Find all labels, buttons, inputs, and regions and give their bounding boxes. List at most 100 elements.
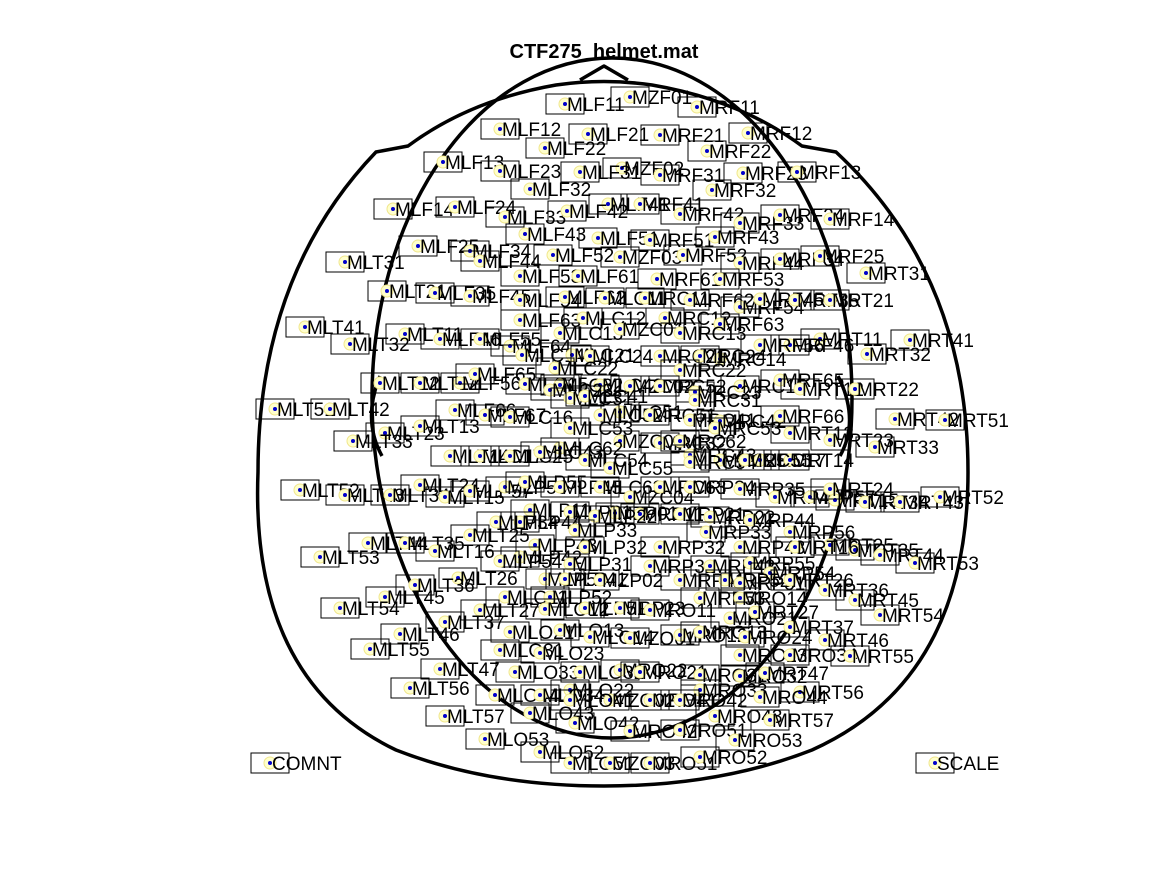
sensor-box <box>365 422 405 444</box>
sensor-dot <box>788 625 792 629</box>
sensor-mrf44: MRF44 <box>720 252 805 275</box>
sensor-label: MRO44 <box>762 688 828 709</box>
sensor-label: MLF63 <box>522 311 581 332</box>
sensor-dot <box>818 254 822 258</box>
sensor-box <box>835 589 875 611</box>
sensor-box <box>895 552 935 574</box>
sensor-label: MRT46 <box>827 631 889 652</box>
sensor-label: MLC55 <box>612 459 673 480</box>
sensor-dot <box>443 620 447 624</box>
sensor-dot <box>768 718 772 722</box>
sensor-mlf42: MLF42 <box>547 200 628 223</box>
sensor-label: MRO33 <box>702 681 767 702</box>
sensor-label: MLT51 <box>277 400 335 421</box>
sensor-dot <box>523 232 527 236</box>
sensor-mlt53: MLT53 <box>300 546 380 569</box>
sensor-box <box>740 686 780 708</box>
sensor-dot <box>873 445 877 449</box>
sensor-label: MLF23 <box>502 162 561 183</box>
sensor-dot <box>638 670 642 674</box>
sensor-label: MZC01 <box>622 320 684 341</box>
sensor-dot <box>743 458 747 462</box>
sensor-box <box>625 287 665 309</box>
sensor-mrp32: MRP32 <box>640 536 725 559</box>
sensor-box <box>835 378 875 400</box>
sensor-mlo53: MLO53 <box>465 728 549 751</box>
sensor-box <box>725 449 765 471</box>
sensor-label: MRT31 <box>868 264 930 285</box>
sensor-dot <box>498 559 502 563</box>
sensor-box <box>630 229 670 251</box>
sensor-box <box>545 93 585 115</box>
sensor-dot <box>608 761 612 765</box>
sensor-dot <box>568 698 572 702</box>
sensor-box <box>860 604 900 626</box>
sensor-label: MLC24 <box>592 347 654 368</box>
sensor-mrf32: MRF32 <box>692 179 776 202</box>
sensor-box <box>846 262 886 284</box>
sensor-label: MLT33 <box>355 432 413 453</box>
figure-title: CTF275_helmet.mat <box>510 41 699 63</box>
sensor-label: MZF02 <box>624 159 684 180</box>
sensor-label: MZF03 <box>622 248 682 269</box>
sensor-dot <box>553 366 557 370</box>
sensor-box <box>610 720 650 742</box>
sensor-dot <box>478 454 482 458</box>
sensor-mlo12: MLO12 <box>525 598 609 621</box>
sensor-label: SCALE <box>937 754 999 775</box>
sensor-mrp11: MRP11 <box>620 503 704 526</box>
sensor-label: MRT43 <box>902 493 964 514</box>
sensor-dot <box>494 520 498 524</box>
sensor-dot <box>878 553 882 557</box>
sensor-mzf03: MZF03 <box>600 246 682 269</box>
sensor-box <box>435 196 475 218</box>
sensor-box <box>640 375 680 397</box>
sensor-label: MLT45 <box>387 588 445 609</box>
sensor-box <box>920 486 960 508</box>
sensor-dot <box>698 630 702 634</box>
sensor-label: MRT13 <box>792 424 854 445</box>
sensor-mlt16: MLT16 <box>415 540 495 563</box>
sensor-mlt54: MLT54 <box>320 597 400 620</box>
sensor-label: MRC55 <box>747 451 811 472</box>
sensor-label: MRF44 <box>742 254 805 275</box>
sensor-mlt25: MLT25 <box>450 524 530 547</box>
sensor-label: MLF34 <box>472 242 532 263</box>
sensor-box <box>367 280 407 302</box>
sensor-dot <box>648 698 652 702</box>
sensor-dot <box>678 368 682 372</box>
sensor-dot <box>408 686 412 690</box>
sensor-mlf11: MLF11 <box>545 93 625 116</box>
sensor-label: MRP35 <box>742 480 805 501</box>
sensor-mlt34: MLT34 <box>370 484 450 507</box>
sensor-dot <box>788 653 792 657</box>
sensor-mlp32: MLP32 <box>565 536 647 559</box>
sensor-dot <box>658 133 662 137</box>
sensor-label: MLO12 <box>547 600 609 621</box>
sensor-box <box>680 587 720 609</box>
sensor-box <box>600 246 640 268</box>
sensor-label: MRO11 <box>652 601 716 622</box>
sensor-label: MLO33 <box>517 663 579 684</box>
sensor-dot <box>468 489 472 493</box>
sensor-box <box>547 200 587 222</box>
sensor-box <box>320 597 360 619</box>
sensor-box <box>430 445 470 467</box>
sensor-label: MLT27 <box>482 601 540 622</box>
sensor-label: MLF32 <box>532 180 591 201</box>
sensor-box <box>663 244 703 266</box>
sensor-mrt11: MRT11 <box>800 328 883 351</box>
sensor-box <box>575 505 615 527</box>
sensor-dot <box>538 450 542 454</box>
sensor-label: MRT57 <box>772 711 834 732</box>
sensor-box <box>580 404 620 426</box>
sensor-dot <box>593 514 597 518</box>
sensor-box <box>760 248 800 270</box>
sensor-dot <box>678 439 682 443</box>
sensor-mrp31: MRP31 <box>630 555 715 578</box>
sensor-label: MLF53 <box>522 267 581 288</box>
sensor-mlp31: MLP31 <box>550 553 632 576</box>
sensor-box <box>660 203 700 225</box>
sensor-mlo33: MLO33 <box>495 661 579 684</box>
sensor-dot <box>748 518 752 522</box>
